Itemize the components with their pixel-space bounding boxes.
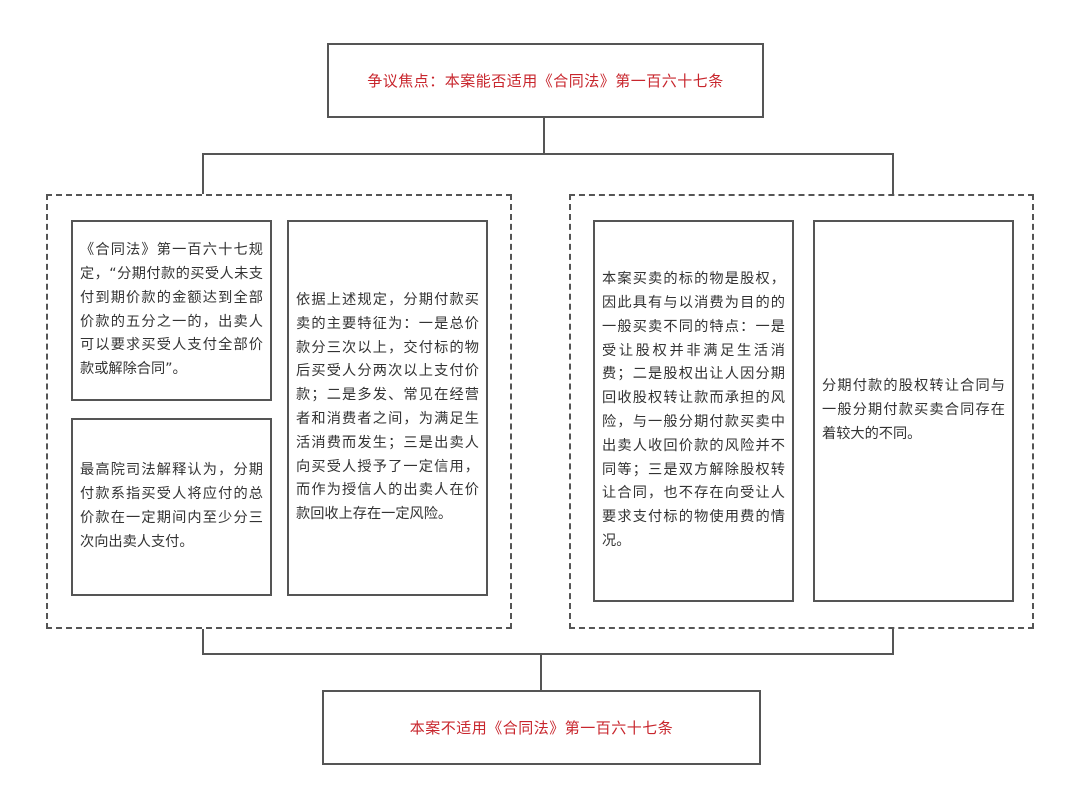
issue-title: 争议焦点：本案能否适用《合同法》第一百六十七条 — [367, 72, 724, 90]
conclusion-title: 本案不适用《合同法》第一百六十七条 — [409, 719, 674, 737]
equity-features-text: 本案买卖的标的物是股权，因此具有与以消费为目的的一般买卖不同的特点：一是受让股权… — [602, 271, 785, 549]
installment-features-box: 依据上述规定，分期付款买卖的主要特征为：一是总价款分三次以上，交付标的物后买受人… — [287, 220, 488, 596]
installment-features-text: 依据上述规定，分期付款买卖的主要特征为：一是总价款分三次以上，交付标的物后买受人… — [296, 292, 479, 523]
law-article-box: 《合同法》第一百六十七规定，“分期付款的买受人未支付到期价款的金额达到全部价款的… — [71, 220, 272, 401]
conclusion-box: 本案不适用《合同法》第一百六十七条 — [322, 690, 761, 765]
law-article-text: 《合同法》第一百六十七规定，“分期付款的买受人未支付到期价款的金额达到全部价款的… — [80, 242, 263, 378]
connector-top-right-drop — [892, 153, 894, 194]
connector-bottom-horizontal — [202, 653, 894, 655]
connector-top-vertical — [543, 118, 545, 154]
issue-box: 争议焦点：本案能否适用《合同法》第一百六十七条 — [327, 43, 764, 118]
connector-bottom-vertical — [540, 653, 542, 691]
connector-bottom-left-rise — [202, 629, 204, 654]
connector-top-horizontal — [202, 153, 894, 155]
equity-features-box: 本案买卖的标的物是股权，因此具有与以消费为目的的一般买卖不同的特点：一是受让股权… — [593, 220, 794, 602]
connector-bottom-right-rise — [892, 629, 894, 654]
conclusion-difference-box: 分期付款的股权转让合同与一般分期付款买卖合同存在着较大的不同。 — [813, 220, 1014, 602]
conclusion-difference-text: 分期付款的股权转让合同与一般分期付款买卖合同存在着较大的不同。 — [822, 378, 1005, 442]
left-argument-group — [46, 194, 512, 629]
connector-top-left-drop — [202, 153, 204, 194]
judicial-interpretation-box: 最高院司法解释认为，分期付款系指买受人将应付的总价款在一定期间内至少分三次向出卖… — [71, 418, 272, 596]
right-argument-group — [569, 194, 1034, 629]
judicial-interpretation-text: 最高院司法解释认为，分期付款系指买受人将应付的总价款在一定期间内至少分三次向出卖… — [80, 462, 263, 550]
